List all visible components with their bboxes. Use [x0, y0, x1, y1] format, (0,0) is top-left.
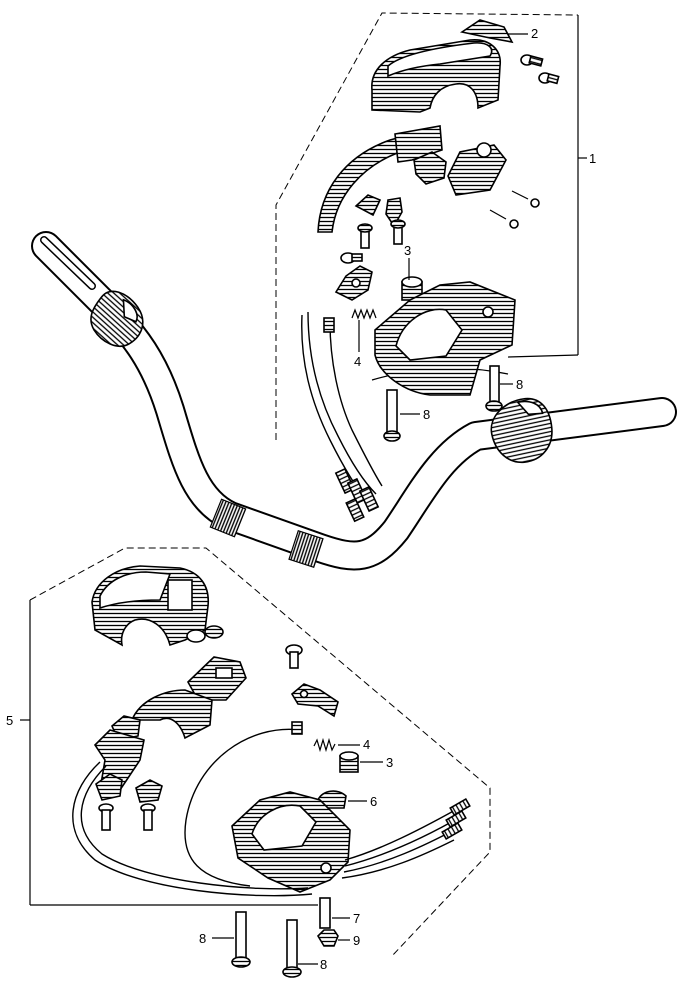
upper-contact-piece — [413, 151, 447, 185]
lower-spring-part — [313, 737, 336, 753]
lower-bolt-right — [282, 919, 302, 978]
upper-bracket-bottom — [507, 354, 579, 358]
upper-bolt-left — [383, 389, 401, 442]
lower-rocker-piece — [130, 689, 213, 740]
upper-wire-harness — [301, 311, 383, 523]
upper-clamp-a — [354, 194, 382, 217]
upper-knob-part — [401, 276, 423, 301]
callout-8-lower-right: 8 — [320, 957, 327, 972]
callout-3-lower: 3 — [386, 755, 393, 770]
upper-small-screw-a — [511, 190, 540, 208]
upper-small-screw-b — [489, 209, 519, 229]
upper-clamp-screw — [340, 252, 363, 264]
lower-wire-harness — [72, 721, 471, 897]
upper-switch-assembly: 2 1 3 4 8 8 — [275, 12, 596, 523]
upper-clamp-b — [385, 197, 403, 228]
left-grip-slot-inner — [41, 237, 95, 289]
lower-housing-cover-top — [99, 571, 172, 610]
lower-dashed-boundary — [29, 547, 491, 957]
callout-1: 1 — [589, 151, 596, 166]
callout-3-upper: 3 — [404, 243, 411, 258]
callout-5: 5 — [6, 713, 13, 728]
lower-switch-slot — [215, 667, 233, 679]
lower-housing-cradle — [251, 804, 318, 851]
lower-screw-right — [140, 803, 156, 831]
upper-housing-cover-top — [387, 42, 493, 78]
lower-top-screw — [285, 644, 303, 669]
upper-housing-screw-hole — [482, 306, 494, 318]
handlebar — [31, 231, 677, 571]
lower-housing-screw-hole — [320, 862, 332, 874]
lower-small-clamp — [186, 625, 224, 643]
lower-switch-window — [167, 579, 193, 611]
lower-clamp — [290, 683, 339, 718]
callout-6: 6 — [370, 794, 377, 809]
lower-screw-left — [98, 803, 114, 831]
upper-dashed-boundary — [275, 12, 579, 440]
lower-screw-7 — [319, 897, 331, 929]
callout-8-lower-left: 8 — [199, 931, 206, 946]
upper-bolt-right — [485, 365, 503, 412]
upper-switch-body — [447, 144, 507, 196]
knurled-band-left — [209, 498, 247, 538]
lower-mount-left — [95, 773, 123, 801]
callout-9: 9 — [353, 933, 360, 948]
lower-mount-right — [135, 779, 163, 803]
cover-cap-piece — [459, 19, 514, 44]
lower-small-piece — [317, 790, 347, 809]
upper-screw-right — [390, 219, 406, 245]
callout-8-upper-right: 8 — [516, 377, 523, 392]
lower-nut-9 — [316, 929, 339, 947]
upper-clamp-hole — [351, 278, 361, 288]
upper-switch-knob — [476, 142, 492, 158]
callout-4-lower: 4 — [363, 737, 370, 752]
lower-bolt-left — [231, 911, 251, 968]
cover-screw-a — [520, 54, 544, 67]
knurled-band-right — [288, 529, 324, 569]
lower-knob-part — [339, 751, 359, 773]
callout-8-upper-left: 8 — [423, 407, 430, 422]
lower-clamp-hole — [299, 689, 309, 699]
callout-2: 2 — [531, 26, 538, 41]
callout-7: 7 — [353, 911, 360, 926]
left-switch-on-bar — [90, 290, 144, 347]
callout-4-upper: 4 — [354, 354, 361, 369]
cover-screw-b — [538, 72, 560, 85]
lower-switch-assembly: 5 4 3 6 7 9 8 8 — [6, 547, 491, 978]
upper-spring-part — [351, 308, 377, 320]
right-switch-on-bar — [490, 397, 553, 463]
upper-screw-left — [357, 223, 373, 249]
upper-housing-cradle — [395, 308, 463, 361]
